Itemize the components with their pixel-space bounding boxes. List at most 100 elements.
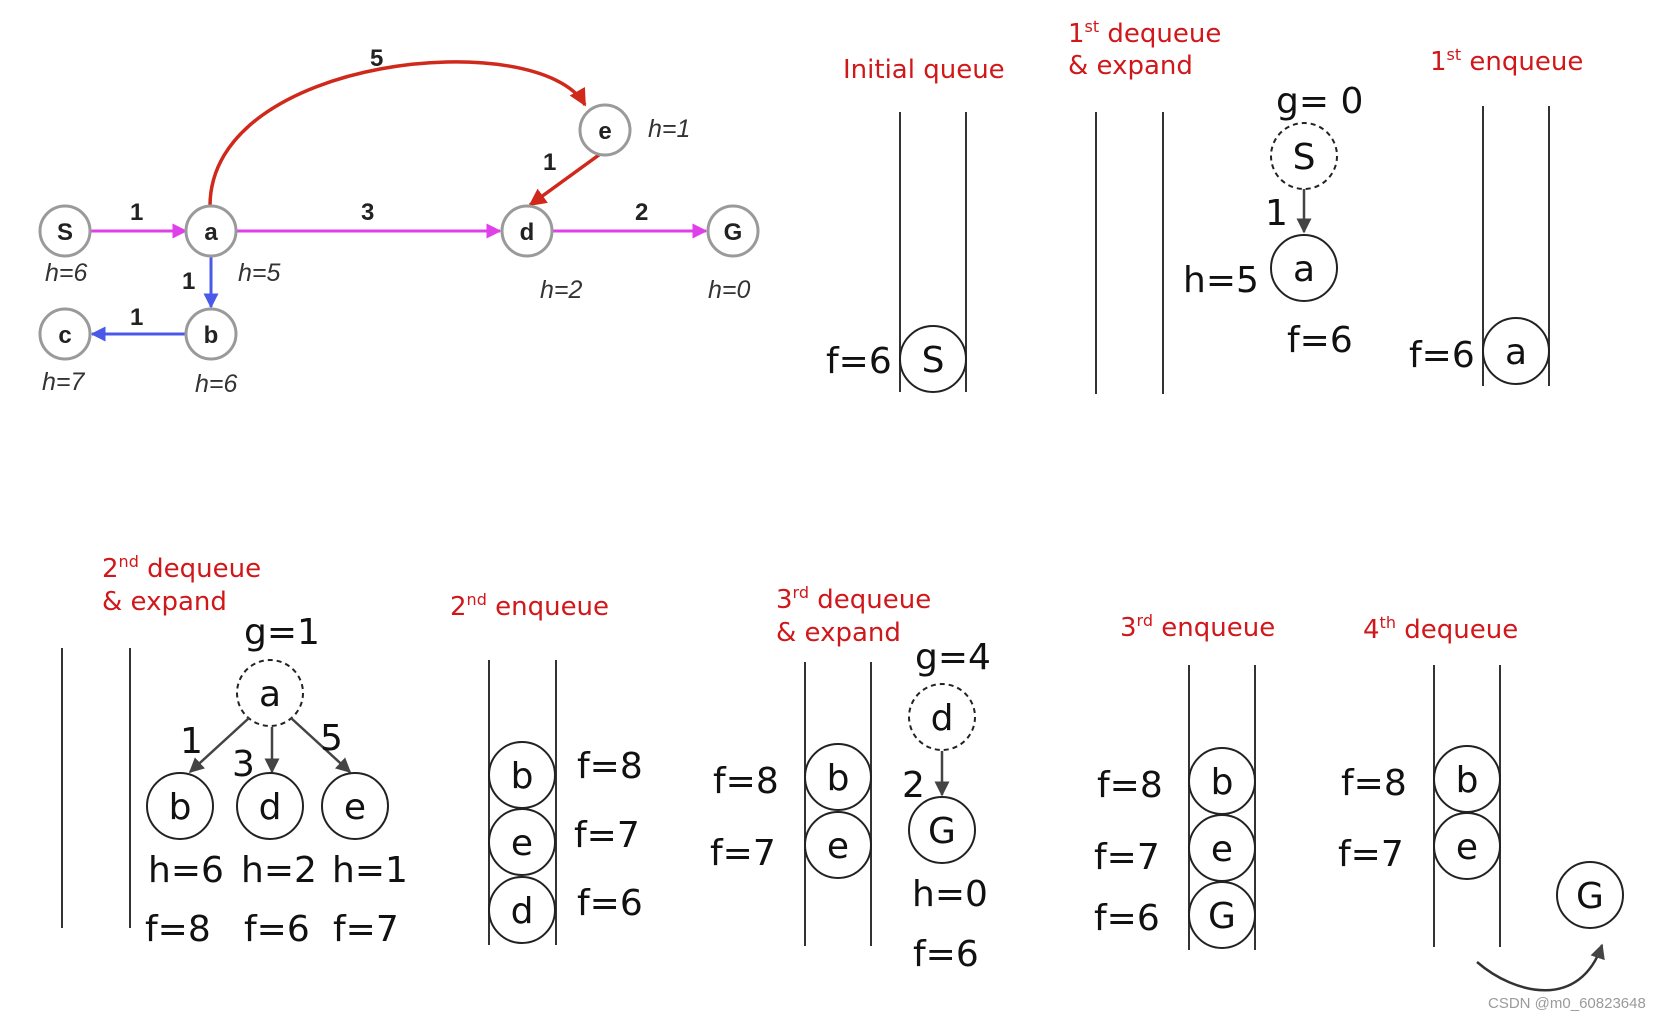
svg-text:d: d <box>520 219 535 246</box>
svg-text:S: S <box>922 340 945 381</box>
edge-cost: 2 <box>902 765 925 806</box>
dequeue-arrow <box>1476 943 1605 992</box>
svg-text:e: e <box>1211 829 1233 870</box>
caption-dequeue-1: 1st dequeue <box>1068 17 1221 49</box>
f-value: f=6 <box>1409 335 1475 376</box>
f-value-b: f=8 <box>145 909 211 950</box>
svg-text:b: b <box>1211 762 1234 803</box>
heuristic-a: h=5 <box>238 259 281 287</box>
step-dequeue-3: 3rd dequeue & expand b e f=8 f=7 g=4 d 2… <box>710 583 991 975</box>
caption-dequeue-1-expand: & expand <box>1068 51 1193 81</box>
queue-node-a <box>1482 317 1550 385</box>
svg-text:b: b <box>511 756 534 797</box>
svg-text:e: e <box>344 787 366 828</box>
child-node-a <box>1270 234 1338 302</box>
graph-node-c: c <box>38 307 92 361</box>
step-dequeue-4: 4th dequeue b e f=8 f=7 G <box>1338 613 1624 992</box>
weight-s-a: 1 <box>130 199 143 226</box>
caption-enqueue-1: 1st enqueue <box>1430 45 1583 77</box>
svg-text:e: e <box>827 826 849 867</box>
f-value-b: f=8 <box>1341 763 1407 804</box>
weight-a-d: 3 <box>361 199 374 226</box>
graph-node-s: S <box>38 204 92 258</box>
f-value-e: f=7 <box>1338 834 1404 875</box>
heuristic-d: h=2 <box>540 276 583 304</box>
expanded-node-a <box>236 659 304 727</box>
svg-text:G: G <box>724 219 743 246</box>
child-node-d <box>236 772 304 840</box>
svg-text:a: a <box>259 674 281 715</box>
f-value: f=6 <box>913 934 979 975</box>
f-value-b: f=8 <box>713 761 779 802</box>
child-node-b <box>146 772 214 840</box>
svg-text:d: d <box>931 698 954 739</box>
edge-cost-d: 3 <box>232 744 255 785</box>
edge-e-d <box>528 150 605 207</box>
svg-text:a: a <box>1505 332 1527 373</box>
dequeued-node-g <box>1556 861 1624 929</box>
svg-text:G: G <box>928 811 956 852</box>
expanded-node-s <box>1270 122 1338 190</box>
svg-text:G: G <box>1576 876 1604 917</box>
child-node-g <box>908 796 976 864</box>
svg-text:d: d <box>259 787 282 828</box>
queue-node-e <box>488 808 556 876</box>
caption-dequeue-3: 3rd dequeue <box>776 583 931 615</box>
svg-text:b: b <box>169 787 192 828</box>
caption-dequeue-3-expand: & expand <box>776 618 901 648</box>
g-value: g=4 <box>915 637 991 678</box>
queue-node-s <box>899 325 967 393</box>
search-graph: 1 3 2 5 1 1 1 S a d G e b <box>38 45 760 398</box>
svg-text:G: G <box>1208 896 1236 937</box>
svg-text:e: e <box>1456 827 1478 868</box>
h-value-d: h=2 <box>241 850 317 891</box>
weight-a-e: 5 <box>370 45 383 72</box>
queue-node-d <box>488 876 556 944</box>
graph-node-b: b <box>184 307 238 361</box>
edge-cost: 1 <box>1265 193 1288 234</box>
heuristic-e: h=1 <box>648 115 690 143</box>
caption-initial-queue: Initial queue <box>843 55 1005 85</box>
g-value: g=1 <box>244 612 320 653</box>
g-value: g= 0 <box>1276 81 1363 122</box>
h-value: h=0 <box>912 874 988 915</box>
svg-text:S: S <box>57 219 73 246</box>
f-value-e: f=7 <box>574 815 640 856</box>
svg-text:d: d <box>511 891 534 932</box>
weight-b-c: 1 <box>130 304 143 331</box>
caption-enqueue-3: 3rd enqueue <box>1120 611 1275 643</box>
f-value-d: f=6 <box>577 883 643 924</box>
heuristic-s: h=6 <box>45 259 88 287</box>
f-value: f=6 <box>1287 320 1353 361</box>
queue-node-e <box>1433 812 1501 880</box>
svg-text:a: a <box>1293 249 1315 290</box>
svg-text:b: b <box>204 322 219 349</box>
edge-cost-b: 1 <box>180 721 203 762</box>
f-value-b: f=8 <box>1097 765 1163 806</box>
svg-text:b: b <box>1456 760 1479 801</box>
svg-text:b: b <box>827 758 850 799</box>
caption-dequeue-2: 2nd dequeue <box>102 552 261 584</box>
svg-text:e: e <box>598 118 611 145</box>
caption-dequeue-4: 4th dequeue <box>1363 613 1518 645</box>
edge-a-e <box>208 60 587 207</box>
f-value-b: f=8 <box>577 746 643 787</box>
watermark: CSDN @m0_60823648 <box>1488 995 1646 1012</box>
step-initial-queue: Initial queue S f=6 <box>826 55 1005 393</box>
step-enqueue-2: 2nd enqueue b e d f=8 f=7 f=6 <box>450 590 643 945</box>
graph-node-d: d <box>500 204 554 258</box>
heuristic-b: h=6 <box>195 370 238 398</box>
svg-text:c: c <box>58 322 71 349</box>
f-value-e: f=7 <box>710 833 776 874</box>
weight-a-b: 1 <box>182 268 195 295</box>
queue-node-e <box>804 811 872 879</box>
svg-text:a: a <box>204 219 218 246</box>
f-value-e: f=7 <box>1094 837 1160 878</box>
h-value: h=5 <box>1183 260 1259 301</box>
svg-text:e: e <box>511 823 533 864</box>
caption-dequeue-2-expand: & expand <box>102 587 227 617</box>
step-dequeue-2: 2nd dequeue & expand g=1 a 1 3 5 b d e h… <box>61 552 408 950</box>
f-value: f=6 <box>826 341 892 382</box>
svg-text:S: S <box>1293 137 1316 178</box>
